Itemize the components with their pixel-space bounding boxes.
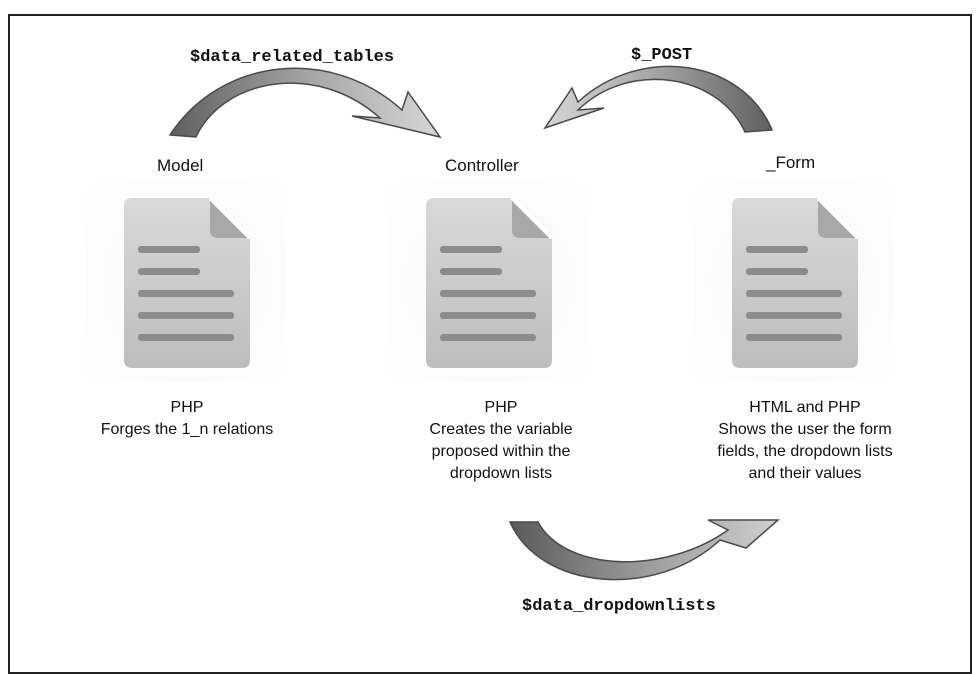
form-description: HTML and PHP Shows the user the form fie… bbox=[675, 397, 935, 485]
controller-line-2: proposed within the bbox=[431, 443, 571, 460]
arrow-form-to-controller bbox=[543, 65, 774, 133]
arrow-controller-to-form bbox=[508, 519, 780, 581]
label-data-related-tables: $data_related_tables bbox=[190, 48, 395, 67]
model-tech: PHP bbox=[170, 399, 204, 416]
controller-line-3: dropdown lists bbox=[449, 465, 553, 482]
label-post: $_POST bbox=[631, 46, 693, 65]
controller-line-1: Creates the variable bbox=[429, 421, 573, 438]
arrows-layer bbox=[168, 65, 780, 581]
arrow-model-to-controller bbox=[168, 67, 442, 139]
document-icon bbox=[124, 196, 252, 368]
label-data-dropdownlists: $data_dropdownlists bbox=[522, 597, 716, 616]
form-line-1: Shows the user the form bbox=[718, 421, 892, 438]
form-line-2: fields, the dropdown lists bbox=[717, 443, 893, 460]
form-tech: HTML and PHP bbox=[749, 399, 861, 416]
title-model: Model bbox=[157, 156, 204, 175]
controller-description: PHP Creates the variable proposed within… bbox=[376, 397, 626, 485]
controller-document bbox=[388, 182, 588, 382]
form-line-3: and their values bbox=[748, 465, 862, 482]
model-document bbox=[86, 182, 286, 382]
form-document bbox=[694, 182, 894, 382]
controller-tech: PHP bbox=[484, 399, 518, 416]
title-form: _Form bbox=[766, 153, 816, 172]
document-icon bbox=[426, 196, 554, 368]
document-icon bbox=[732, 196, 860, 368]
model-description: PHP Forges the 1_n relations bbox=[62, 397, 312, 441]
model-line-1: Forges the 1_n relations bbox=[100, 421, 274, 438]
title-controller: Controller bbox=[445, 156, 519, 175]
